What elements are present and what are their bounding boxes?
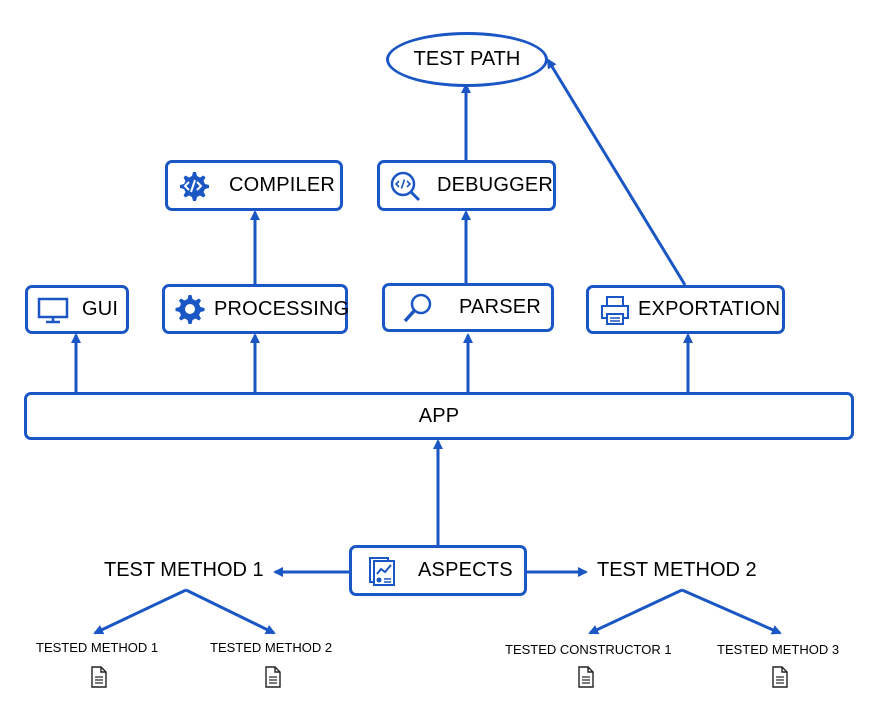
arrow-method2-to-constructor1	[588, 588, 683, 635]
test-path-node[interactable]: TEST PATH	[386, 32, 548, 87]
aspects-node[interactable]: ASPECTS	[349, 545, 527, 596]
gui-node[interactable]: GUI	[25, 285, 129, 334]
arrow-exportation-to-testpath	[546, 58, 687, 286]
app-node[interactable]: APP	[24, 392, 854, 440]
test-path-label: TEST PATH	[413, 48, 521, 70]
test-method-2-label: TEST METHOD 2	[597, 559, 757, 581]
gui-label: GUI	[82, 298, 119, 320]
exportation-node[interactable]: EXPORTATION	[586, 285, 785, 334]
parser-node[interactable]: PARSER	[382, 283, 554, 332]
debugger-label: DEBUGGER	[437, 174, 554, 196]
document-icon	[91, 666, 107, 688]
aspects-label: ASPECTS	[418, 559, 513, 581]
debugger-node[interactable]: DEBUGGER	[377, 160, 556, 211]
compiler-node[interactable]: COMPILER	[165, 160, 343, 211]
magnifier-icon	[403, 293, 432, 322]
processing-label: PROCESSING	[214, 297, 350, 320]
document-icon	[578, 666, 594, 688]
processing-node[interactable]: PROCESSING	[162, 284, 350, 334]
tested-method-3-label: TESTED METHOD 3	[717, 642, 840, 657]
arrow-method1-to-tested1	[93, 588, 187, 635]
report-icon	[369, 556, 395, 586]
gear-icon	[175, 295, 205, 324]
tested-constructor-1-label: TESTED CONSTRUCTOR 1	[505, 642, 672, 657]
app-label: APP	[418, 404, 460, 427]
code-search-icon	[390, 171, 421, 201]
arrow-method2-to-tested3	[681, 588, 782, 635]
document-icon	[772, 666, 788, 688]
code-gear-icon	[180, 171, 209, 201]
arrow-method1-to-tested2	[185, 588, 276, 635]
test-method-1-label: TEST METHOD 1	[104, 559, 264, 581]
printer-icon	[601, 295, 629, 325]
monitor-icon	[37, 297, 69, 323]
parser-label: PARSER	[459, 296, 541, 318]
document-icon	[265, 666, 281, 688]
exportation-label: EXPORTATION	[638, 298, 781, 320]
tested-method-1-label: TESTED METHOD 1	[36, 640, 159, 655]
tested-method-2-label: TESTED METHOD 2	[210, 640, 333, 655]
compiler-label: COMPILER	[229, 174, 336, 196]
